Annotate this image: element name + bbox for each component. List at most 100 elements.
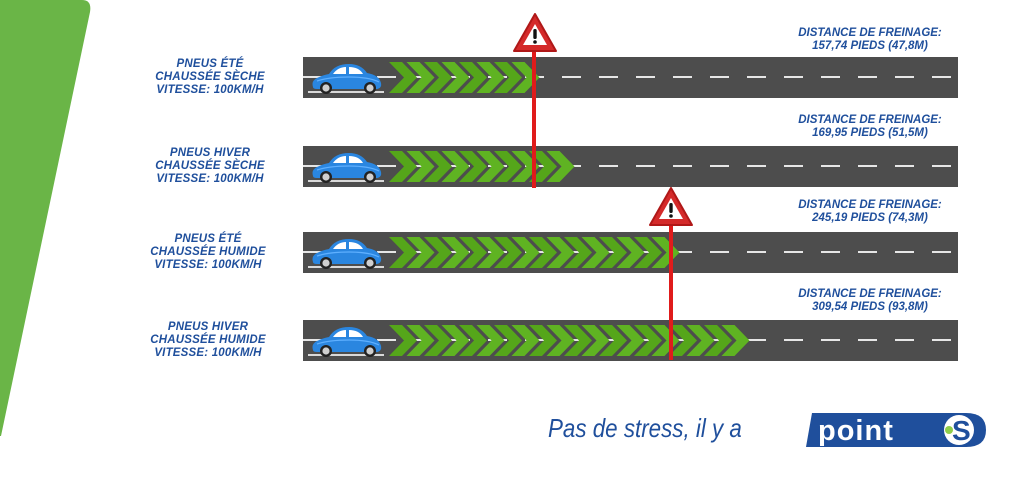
distance-label: DISTANCE DE FREINAGE: (798, 27, 942, 39)
braking-chevrons (389, 62, 540, 93)
chevron-right-icon (441, 62, 470, 93)
row-label-2: PNEUS HIVER CHAUSSÉE SÈCHE VITESSE: 100K… (135, 147, 285, 186)
chevron-right-icon (494, 237, 522, 268)
chevron-right-icon (389, 325, 417, 356)
warning-triangle-icon (513, 13, 557, 52)
row-label-3: PNEUS ÉTÉ CHAUSSÉE HUMIDE VITESSE: 100KM… (133, 233, 283, 272)
chevron-right-icon (424, 62, 452, 93)
warning-triangle-icon (649, 187, 693, 226)
chevron-right-icon (459, 62, 487, 93)
chevron-right-icon (564, 325, 592, 356)
chevron-right-icon (441, 325, 470, 356)
car-icon (312, 153, 382, 183)
chevron-right-icon (529, 325, 557, 356)
row-label-1: PNEUS ÉTÉ CHAUSSÉE SÈCHE VITESSE: 100KM/… (135, 58, 285, 97)
chevron-right-icon (406, 62, 435, 93)
chevron-right-icon (529, 151, 557, 182)
speed-label: VITESSE: 100KM/H (156, 84, 264, 96)
chevron-right-icon (459, 237, 487, 268)
chevron-right-icon (459, 151, 487, 182)
chevron-right-icon (581, 325, 610, 356)
distance-value: 309,54 PIEDS (93,8M) (812, 301, 928, 313)
car-icon (312, 239, 382, 269)
road-condition-label: CHAUSSÉE SÈCHE (155, 71, 265, 83)
car-icon (312, 327, 382, 357)
chevron-right-icon (424, 237, 452, 268)
lane-divider (303, 251, 958, 253)
brand-name: point (818, 415, 894, 447)
chevron-right-icon (651, 237, 680, 268)
chevron-right-icon (546, 151, 575, 182)
chevron-right-icon (406, 325, 435, 356)
speed-label: VITESSE: 100KM/H (154, 259, 262, 271)
speed-label: VITESSE: 100KM/H (154, 347, 262, 359)
chevron-right-icon (389, 151, 417, 182)
road-lane-1 (303, 57, 958, 98)
chevron-right-icon (494, 62, 522, 93)
chevron-right-icon (441, 237, 470, 268)
braking-chevrons (389, 325, 750, 356)
chevron-right-icon (494, 151, 522, 182)
chevron-right-icon (546, 237, 575, 268)
car-icon (312, 64, 382, 94)
row-label-4: PNEUS HIVER CHAUSSÉE HUMIDE VITESSE: 100… (133, 321, 283, 360)
chevron-right-icon (721, 325, 750, 356)
curb-line (308, 91, 384, 93)
distance-label: DISTANCE DE FREINAGE: (798, 114, 942, 126)
chevron-right-icon (424, 325, 452, 356)
road-lane-3 (303, 232, 958, 273)
stop-line-dry (532, 48, 536, 188)
road-lane-2 (303, 146, 958, 187)
chevron-right-icon (599, 325, 627, 356)
speed-label: VITESSE: 100KM/H (156, 173, 264, 185)
curb-line (308, 266, 384, 268)
distance-value: 169,95 PIEDS (51,5M) (812, 127, 928, 139)
road-condition-label: CHAUSSÉE HUMIDE (150, 334, 266, 346)
chevron-right-icon (616, 237, 645, 268)
stop-line-wet (669, 222, 673, 360)
chevron-right-icon (616, 325, 645, 356)
chevron-right-icon (406, 237, 435, 268)
chevron-right-icon (669, 325, 697, 356)
lane-divider (303, 165, 958, 167)
distance-value: 245,19 PIEDS (74,3M) (812, 212, 928, 224)
chevron-right-icon (511, 325, 540, 356)
curb-line (308, 354, 384, 356)
tires-label: PNEUS ÉTÉ (176, 58, 244, 70)
chevron-right-icon (599, 237, 627, 268)
chevron-right-icon (406, 151, 435, 182)
chevron-right-icon (476, 237, 505, 268)
point-s-logo[interactable]: point S (804, 409, 988, 451)
road-condition-label: CHAUSSÉE SÈCHE (155, 160, 265, 172)
chevron-right-icon (494, 325, 522, 356)
brand-suffix: S (952, 415, 971, 446)
chevron-right-icon (476, 325, 505, 356)
chevron-right-icon (634, 325, 662, 356)
chevron-right-icon (564, 237, 592, 268)
chevron-right-icon (389, 62, 417, 93)
curb-line (308, 180, 384, 182)
tires-label: PNEUS HIVER (167, 321, 249, 333)
green-accent-band (0, 0, 91, 436)
chevron-right-icon (389, 237, 417, 268)
braking-distance-1: DISTANCE DE FREINAGE: 157,74 PIEDS (47,8… (770, 27, 970, 53)
chevron-right-icon (634, 237, 662, 268)
chevron-right-icon (441, 151, 470, 182)
slogan-text: Pas de stress, il y a (548, 413, 742, 443)
braking-chevrons (389, 237, 680, 268)
lane-divider (303, 76, 958, 78)
chevron-right-icon (511, 237, 540, 268)
chevron-right-icon (476, 62, 505, 93)
lane-divider (303, 339, 958, 341)
chevron-right-icon (686, 325, 715, 356)
chevron-right-icon (476, 151, 505, 182)
braking-distance-3: DISTANCE DE FREINAGE: 245,19 PIEDS (74,3… (770, 199, 970, 225)
chevron-right-icon (546, 325, 575, 356)
road-condition-label: CHAUSSÉE HUMIDE (150, 246, 266, 258)
braking-distance-4: DISTANCE DE FREINAGE: 309,54 PIEDS (93,8… (770, 288, 970, 314)
distance-label: DISTANCE DE FREINAGE: (798, 199, 942, 211)
chevron-right-icon (581, 237, 610, 268)
tires-label: PNEUS ÉTÉ (174, 233, 242, 245)
tires-label: PNEUS HIVER (169, 147, 251, 159)
chevron-right-icon (704, 325, 732, 356)
